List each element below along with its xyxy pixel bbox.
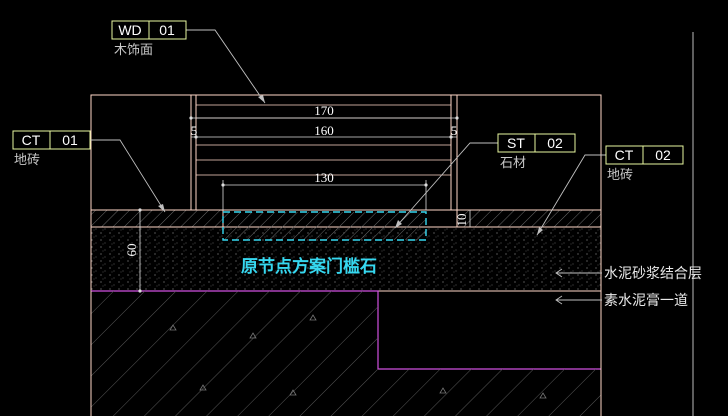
tag-ct-left-sub: 地砖 bbox=[14, 153, 40, 168]
tag-wd-sub: 木饰面 bbox=[114, 43, 153, 58]
leader-lines bbox=[90, 29, 606, 236]
section-title: 原节点方案门槛石 bbox=[241, 256, 377, 277]
aggregate-marks bbox=[169, 314, 547, 399]
dim-5-left: 5 bbox=[191, 123, 198, 138]
dim-60: 60 bbox=[124, 244, 139, 257]
dim-5-right: 5 bbox=[451, 123, 458, 138]
floor-tile-right bbox=[456, 209, 602, 228]
tag-ct-left-num: 01 bbox=[62, 132, 78, 148]
tag-ct-02: CT 02 地砖 bbox=[605, 145, 684, 183]
concrete-slab bbox=[91, 291, 378, 416]
tag-wd-01: WD 01 木饰面 bbox=[111, 20, 187, 58]
floor-tile-left bbox=[90, 209, 224, 228]
note-cement-paste: 素水泥膏一道 bbox=[604, 292, 688, 309]
tag-ct-left-code: CT bbox=[22, 132, 41, 148]
tag-st-02: ST 02 石材 bbox=[497, 133, 576, 171]
dim-10: 10 bbox=[454, 214, 469, 227]
tag-st-code: ST bbox=[507, 135, 525, 151]
tag-wd-num: 01 bbox=[159, 22, 175, 38]
note-mortar: 水泥砂浆结合层 bbox=[604, 266, 702, 282]
tag-wd-code: WD bbox=[118, 22, 141, 38]
tag-ct-right-code: CT bbox=[615, 147, 634, 163]
tag-st-sub: 石材 bbox=[500, 156, 526, 171]
dim-160: 160 bbox=[314, 123, 334, 138]
door-section-outline bbox=[90, 94, 602, 211]
dim-170: 170 bbox=[314, 103, 334, 118]
tag-ct-01: CT 01 地砖 bbox=[12, 130, 91, 168]
leader-arrows bbox=[158, 95, 543, 235]
tag-ct-right-sub: 地砖 bbox=[607, 168, 633, 183]
tag-st-num: 02 bbox=[547, 135, 563, 151]
dimension-ticks bbox=[138, 116, 459, 293]
threshold-stone-outline bbox=[222, 211, 427, 241]
note-arrows bbox=[555, 268, 602, 305]
concrete-slab-right bbox=[378, 369, 601, 416]
dim-130: 130 bbox=[314, 170, 334, 185]
tag-ct-right-num: 02 bbox=[655, 147, 671, 163]
